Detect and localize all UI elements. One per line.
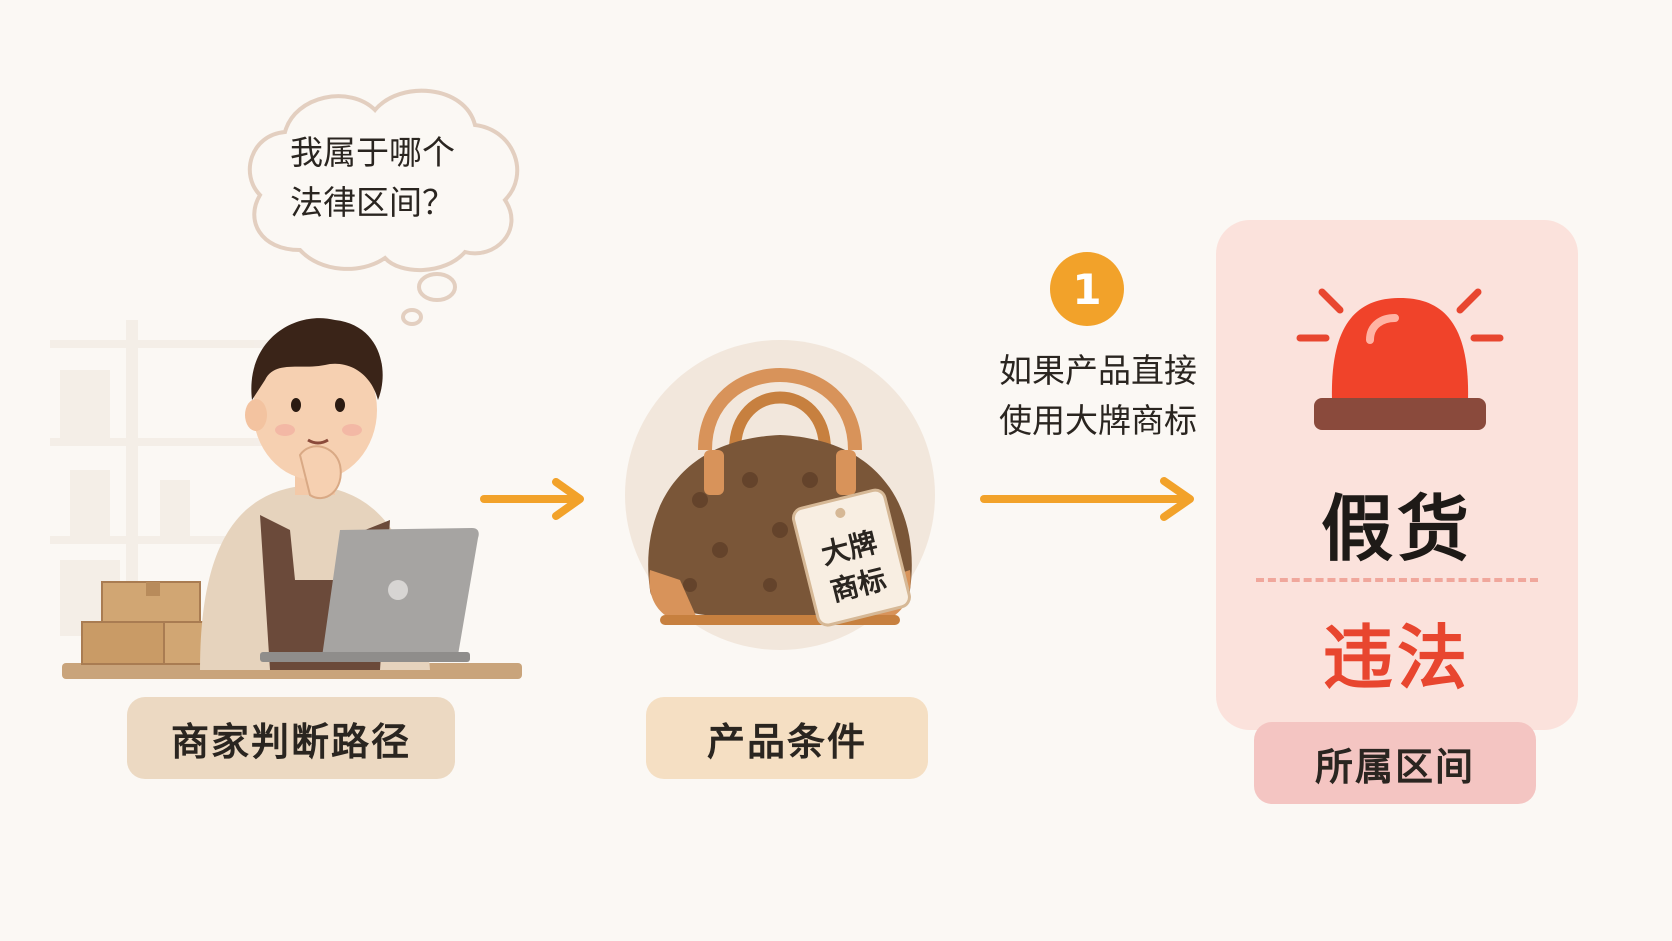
legal-range-label: 所属区间 bbox=[1254, 722, 1536, 804]
thought-line-1: 我属于哪个 bbox=[290, 133, 455, 172]
result-divider bbox=[1256, 578, 1538, 582]
thought-bubble-text: 我属于哪个 法律区间？ bbox=[290, 128, 520, 228]
arrow-right-icon bbox=[980, 477, 1194, 521]
thought-line-2: 法律区间？ bbox=[290, 183, 455, 222]
condition-line-2: 使用大牌商标 bbox=[999, 401, 1197, 440]
result-fake-title: 假货 bbox=[1320, 487, 1473, 571]
thought-bubble bbox=[247, 88, 520, 326]
designer-handbag-illustration: 大牌 商标 bbox=[625, 340, 935, 650]
merchant-path-label: 商家判断路径 bbox=[127, 697, 455, 779]
condition-text: 如果产品直接 使用大牌商标 bbox=[978, 346, 1218, 446]
result-illegal-title: 违法 bbox=[1323, 617, 1471, 699]
product-condition-label: 产品条件 bbox=[646, 697, 928, 779]
siren-alarm-icon bbox=[1296, 288, 1504, 430]
step-number-badge: 1 bbox=[1050, 252, 1124, 326]
condition-line-1: 如果产品直接 bbox=[999, 351, 1197, 390]
thinking-merchant-illustration bbox=[62, 318, 522, 679]
arrow-right-icon bbox=[480, 478, 584, 520]
